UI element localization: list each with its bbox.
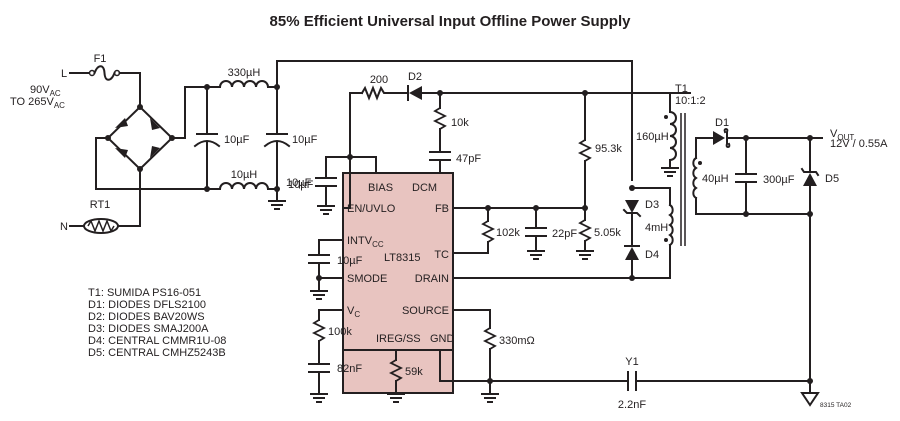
pin-fb: FB [435, 203, 449, 215]
pin-intvcc: INTVCC [347, 235, 384, 249]
f1-label: F1 [94, 53, 107, 65]
vc-network: 100k 82nF [308, 309, 362, 403]
chassis-ground-icon [800, 392, 820, 407]
intvcc-network: 10µF [308, 239, 363, 300]
rt1-label: RT1 [90, 199, 111, 211]
thermistor-rt1 [83, 218, 119, 234]
vout-spec: 12V / 0.55A [830, 138, 888, 150]
ground-icon [661, 167, 679, 177]
cap-in1-label: 10µF [224, 134, 250, 146]
ground-icon [268, 200, 286, 210]
r5k05-label: 5.05k [594, 227, 621, 239]
y1-label: Y1 [625, 356, 638, 368]
ground-icon [481, 393, 499, 403]
r10k-label: 10k [451, 117, 469, 129]
bom-item: D2: DIODES BAV20WS [88, 311, 205, 323]
r100k-label: 100k [328, 326, 352, 338]
pin-bias: BIAS [368, 182, 393, 194]
c-out-label: 300µF [763, 174, 795, 186]
pin-source: SOURCE [402, 305, 449, 317]
cap-in2-label: 10µF [292, 134, 318, 146]
d3-label: D3 [645, 199, 659, 211]
pin-drain: DRAIN [415, 273, 449, 285]
y1-value-label: 2.2nF [618, 399, 646, 411]
vout-label: VOUT [830, 128, 854, 142]
pin-dcm: DCM [412, 182, 437, 194]
cap-bulk-label: 10µF [288, 179, 314, 191]
input-section: L 90VAC TO 265VAC F1 RT1 [10, 53, 206, 234]
cap-bias-label: 10µF [286, 177, 312, 189]
c47p-label: 47pF [456, 153, 481, 165]
inductor-10uh-label: 10µH [231, 169, 258, 181]
inductor-330uh-label: 330µH [228, 67, 261, 79]
ground-icon [387, 393, 405, 403]
ground-icon [317, 205, 335, 215]
d4-label: D4 [645, 249, 659, 261]
ic-part-number: LT8315 [384, 252, 421, 264]
emi-filter: 330µH 10µH 10µF 10µF 10µF [193, 67, 318, 210]
ireg-network: 59k [387, 349, 423, 403]
r95k3-label: 95.3k [595, 143, 622, 155]
pin-en-uvlo: EN/UVLO [347, 203, 396, 215]
l-aux-label: 4mH [645, 222, 668, 234]
bom-item: D1: DIODES DFLS2100 [88, 299, 206, 311]
source-network: 330mΩ Y1 2.2nF 8315 TA02 [439, 309, 852, 411]
ground-icon [576, 250, 594, 260]
pin-vc: VC [347, 305, 360, 319]
bom-item: D4: CENTRAL CMMR1U-08 [88, 335, 226, 347]
fuse-f1 [88, 65, 121, 81]
input-range-1: 90VAC [30, 84, 61, 98]
bom-list: T1: SUMIDA PS16-051 D1: DIODES DFLS2100 … [88, 287, 226, 359]
page-title: 85% Efficient Universal Input Offline Po… [270, 13, 632, 30]
r102k-label: 102k [496, 227, 520, 239]
drain-network: D3 D4 [452, 185, 671, 281]
pin-gnd: GND [430, 333, 455, 345]
r200-label: 200 [370, 74, 388, 86]
r330m-label: 330mΩ [499, 335, 535, 347]
d2-label: D2 [408, 71, 422, 83]
t1-ratio-label: 10:1:2 [675, 95, 706, 107]
bom-item: D5: CENTRAL CMHZ5243B [88, 347, 226, 359]
neutral-label: N [60, 221, 68, 233]
figure-id: 8315 TA02 [820, 402, 852, 409]
transformer-t1: T1 10:1:2 160µH 4mH 40µH [636, 83, 811, 279]
bom-item: T1: SUMIDA PS16-051 [88, 287, 201, 299]
c82n-label: 82nF [337, 363, 362, 375]
ground-icon [527, 250, 545, 260]
ic-body [342, 172, 454, 351]
bom-item: D3: DIODES SMAJ200A [88, 323, 209, 335]
input-range-2: TO 265VAC [10, 96, 65, 110]
l-secondary-label: 40µH [702, 173, 729, 185]
l-primary-label: 160µH [636, 131, 669, 143]
pin-smode: SMODE [347, 273, 387, 285]
ground-icon [310, 290, 328, 300]
r59k-label: 59k [405, 366, 423, 378]
ground-icon [310, 393, 328, 403]
d5-label: D5 [825, 173, 839, 185]
dcm-network: 10k 47pF [429, 92, 481, 174]
d1-label: D1 [715, 117, 729, 129]
c22p-label: 22pF [552, 228, 577, 240]
pin-tc: TC [434, 249, 449, 261]
pin-ireg-ss: IREG/SS [376, 333, 421, 345]
feedback-network: 95.3k 102k 22pF 5.05k [452, 92, 622, 260]
bridge-rectifier [105, 104, 175, 172]
cap-intvcc-label: 10µF [337, 255, 363, 267]
bias-network: 200 D2 10µF [286, 71, 691, 215]
line-label: L [61, 68, 67, 80]
output-section: D1 300µF D5 VOUT 12V / 0.55A [713, 117, 888, 382]
